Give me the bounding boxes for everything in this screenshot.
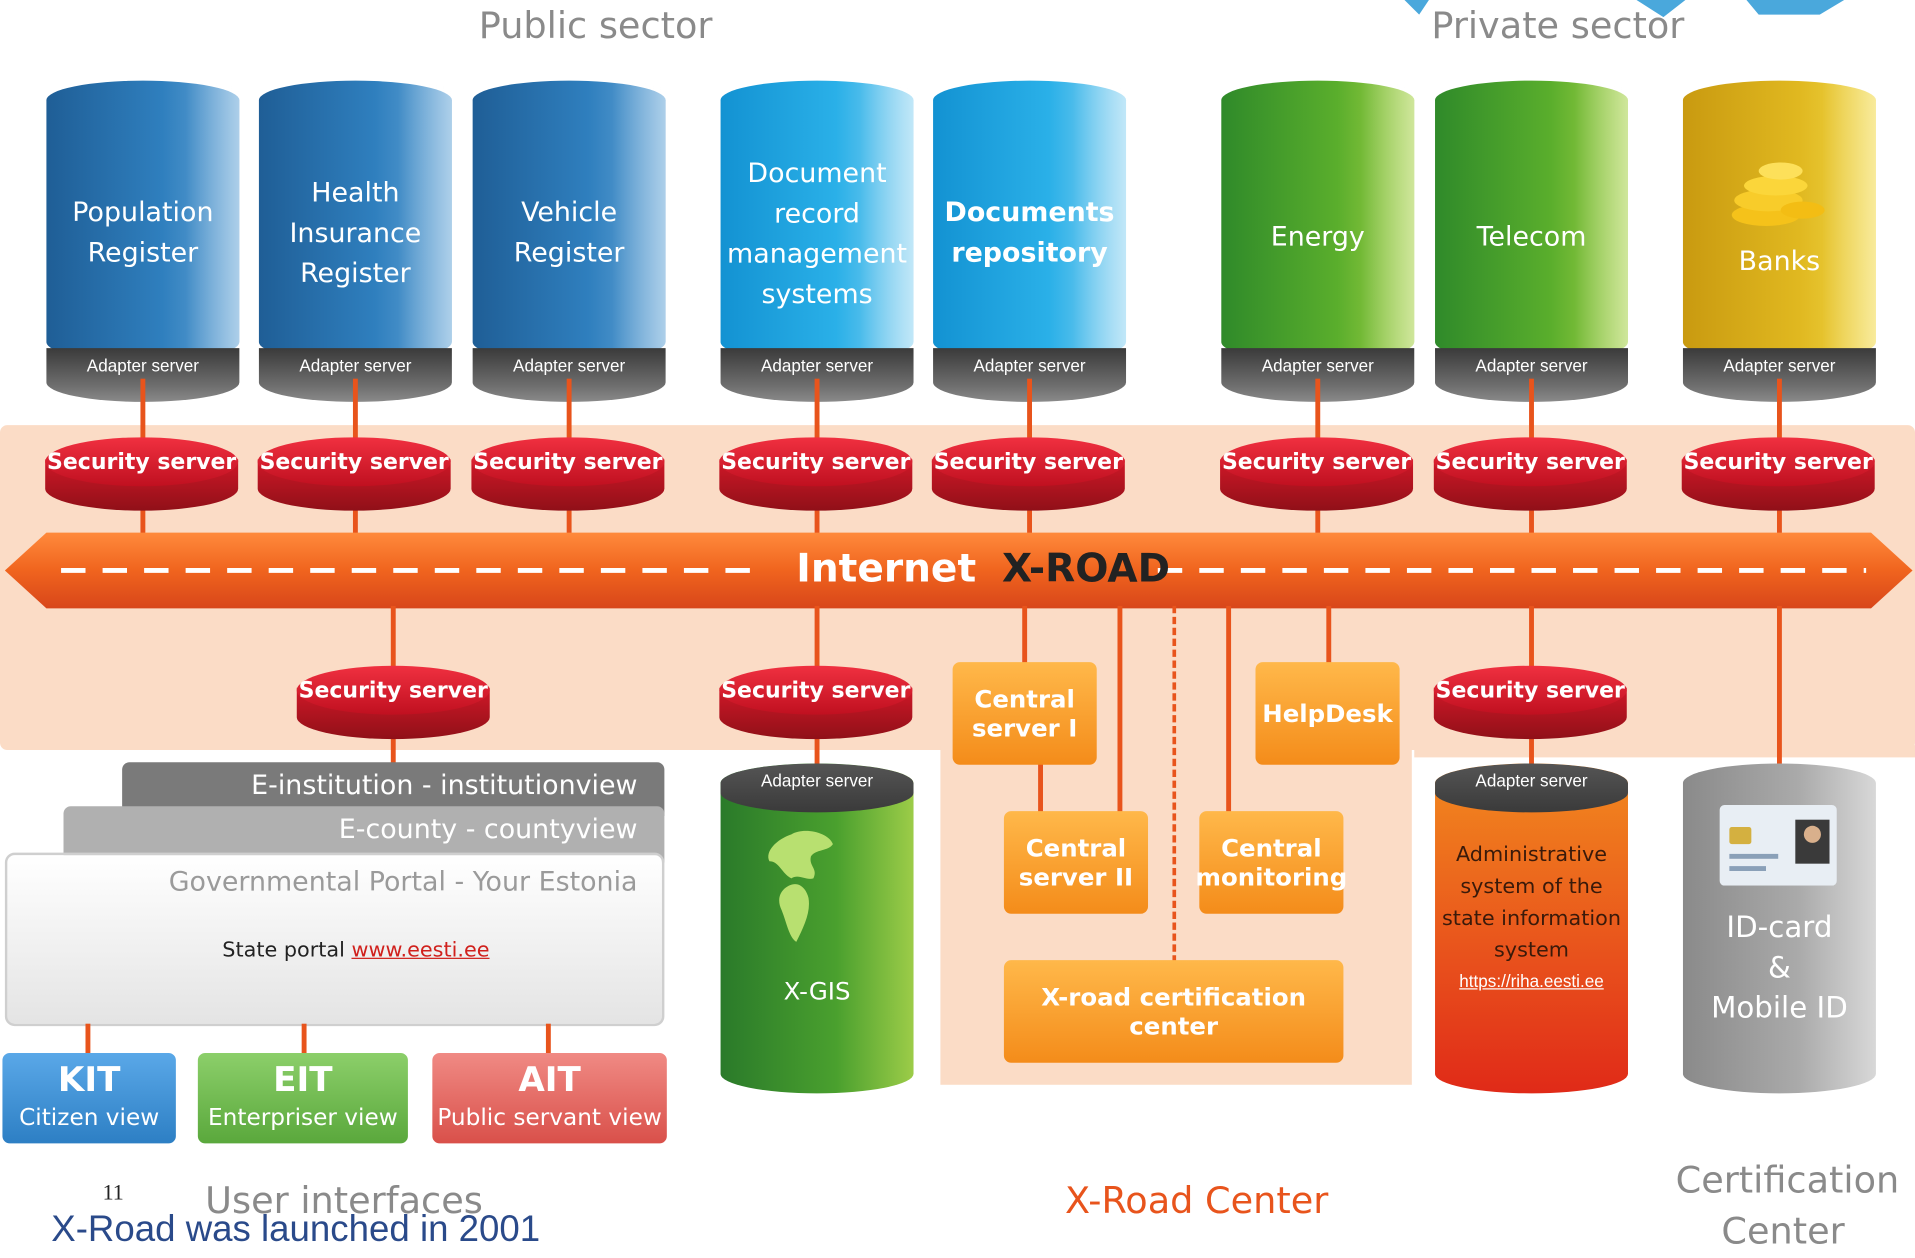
adapter-server-document-record: Adapter server: [720, 348, 914, 402]
connector-helpdesk: [1326, 605, 1332, 667]
id-card-icon: [1719, 805, 1837, 886]
xroad-certification-center-box: X-road certification center: [1003, 960, 1344, 1063]
connector-central-monitoring: [1226, 605, 1232, 819]
security-server-energy: Security server: [1220, 437, 1414, 511]
xroad-center-heading: X-Road Center: [1064, 1180, 1329, 1223]
caption: X-Road was launched in 2001: [51, 1209, 541, 1250]
private-sector-heading: Private sector: [1431, 4, 1685, 48]
xgis-database: Adapter server X-GIS: [720, 763, 914, 1094]
security-server-document-record: Security server: [719, 437, 913, 511]
user-interfaces-heading: User interfaces: [205, 1180, 483, 1223]
ait-name: Public servant view: [437, 1104, 662, 1132]
connector-eit: [301, 1023, 307, 1056]
xgis-adapter-band: [720, 763, 914, 813]
page-number: 11: [102, 1180, 124, 1205]
idcard-label: ID-card&Mobile ID: [1711, 910, 1848, 1025]
eit-enterpriser-view[interactable]: EIT Enterpriser view: [197, 1053, 408, 1144]
kit-name: Citizen view: [19, 1104, 160, 1132]
connector-central-server-1: [1022, 605, 1028, 667]
internet-label: Internet: [796, 544, 977, 592]
security-server-banks: Security server: [1681, 437, 1875, 511]
ait-public-servant-view[interactable]: AIT Public servant view: [432, 1053, 667, 1144]
state-portal-line: State portal www.eesti.ee: [222, 938, 489, 962]
energy-label: Energy: [1270, 222, 1365, 253]
energy-database: Energy: [1221, 80, 1415, 362]
connector-ait: [545, 1023, 551, 1056]
ait-code: AIT: [518, 1059, 581, 1100]
kit-code: KIT: [57, 1059, 121, 1100]
security-server-xgis: Security server: [719, 665, 913, 740]
xroad-logo-fragment-icon: [1404, 0, 1845, 18]
riha-adapter-label: Adapter server: [1475, 770, 1588, 791]
xgis-label: X-GIS: [783, 976, 851, 1006]
helpdesk-box: HelpDesk: [1255, 662, 1400, 765]
xroad-label: X-ROAD: [1001, 544, 1171, 592]
connector-certification-dashed: [1172, 605, 1177, 963]
public-sector-heading: Public sector: [478, 4, 713, 48]
security-server-documents-repository: Security server: [931, 437, 1125, 511]
security-server-population: Security server: [45, 437, 239, 511]
xroad-bus-arrow: [4, 532, 1913, 609]
globe-icon: [768, 830, 833, 942]
connector-cs1-cs2: [1038, 762, 1043, 817]
security-server-riha: Security server: [1433, 665, 1627, 740]
riha-panel: [1414, 745, 1915, 758]
idcard-database: ID-card&Mobile ID: [1682, 763, 1876, 1094]
state-portal-link[interactable]: www.eesti.ee: [351, 938, 490, 963]
governmental-portal-title: Governmental Portal - Your Estonia: [168, 867, 638, 898]
bus-label: Internet X-ROAD: [796, 545, 1170, 591]
security-server-vehicle: Security server: [471, 437, 665, 511]
telecom-database: Telecom: [1435, 80, 1628, 362]
banks-label: Banks: [1738, 246, 1821, 278]
connector-idcard: [1776, 605, 1782, 773]
xgis-adapter-label: Adapter server: [760, 770, 874, 791]
riha-link[interactable]: https://riha.eesti.ee: [1459, 971, 1604, 991]
riha-adapter-band: [1435, 763, 1628, 813]
connector-kit: [85, 1023, 91, 1056]
connector-central-server-2: [1117, 605, 1123, 819]
telecom-label: Telecom: [1476, 222, 1587, 253]
eit-code: EIT: [273, 1059, 333, 1100]
eit-name: Enterpriser view: [208, 1104, 398, 1132]
coins-icon: [1731, 162, 1825, 226]
security-server-user-interfaces: Security server: [296, 665, 490, 740]
kit-citizen-view[interactable]: KIT Citizen view: [2, 1053, 176, 1144]
security-server-telecom: Security server: [1433, 437, 1627, 511]
security-server-health: Security server: [257, 437, 451, 511]
state-portal-label: State portal: [222, 938, 345, 963]
banks-database: Banks: [1682, 80, 1876, 362]
governmental-portal-panel: Governmental Portal - Your Estonia State…: [4, 852, 665, 1027]
